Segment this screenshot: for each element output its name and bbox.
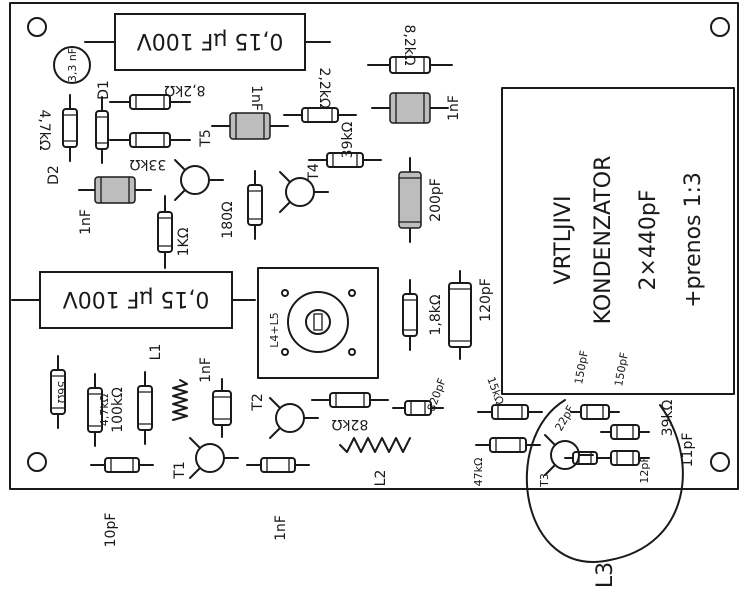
label-l3: L3 [593, 562, 618, 588]
label-t5: T5 [198, 129, 214, 147]
capacitor-015uF-middle: 0,15 μF 100V [11, 271, 256, 329]
resistor-180 [247, 170, 263, 240]
diode-d1 [95, 96, 109, 164]
label-r-22k: 2,2kΩ [316, 67, 332, 108]
board-outline [9, 2, 739, 490]
label-r-4k7: 4,7kΩ [98, 394, 111, 426]
varcap-line-2: KONDENZATOR [591, 156, 616, 325]
label-r-15k: 15kΩ [484, 375, 506, 406]
capacitor-120pF [448, 270, 472, 360]
resistor-18k [402, 279, 418, 351]
label-t1: T1 [172, 461, 188, 479]
resistor-82k-bottom [311, 392, 389, 408]
label-l2: L2 [373, 470, 389, 487]
label-c-120pF: 120pF [478, 278, 494, 322]
transistor-t1 [189, 437, 239, 479]
capacitor-1nF-right [371, 92, 449, 124]
resistor-1k [157, 195, 173, 269]
capacitor-1nF-left [78, 176, 152, 204]
varcap-line-3: 2×440pF [636, 189, 661, 290]
resistor-33k [109, 132, 191, 148]
resistor-82k-top-right [367, 56, 453, 74]
transistor-t5 [174, 159, 224, 201]
label-r-39k-bottom: 39kΩ [660, 399, 676, 436]
coil-module-l4-l5: L4+L5 [257, 267, 379, 379]
resistor-47k-bottom [475, 437, 541, 453]
capacitor-22pF [564, 451, 606, 465]
label-c-1nF: 1nF [273, 515, 289, 541]
label-c-12pF: 12pF [638, 456, 651, 483]
mounting-hole-top-left [27, 17, 47, 37]
mounting-hole-bottom-left [27, 452, 47, 472]
coil-l1 [172, 379, 188, 421]
capacitor-015uF-top: 0,15 μF 100V [84, 13, 331, 71]
label-c-150pF-2: 150pF [612, 351, 631, 387]
capacitor-12pF [600, 450, 650, 466]
resistor-47k [62, 94, 78, 162]
capacitor-1nF-t5 [211, 112, 289, 140]
resistor-15k [477, 404, 543, 420]
label-r-82k-bottom: 82kΩ [331, 416, 368, 432]
capacitor-150pF-1 [570, 404, 620, 420]
label-t2: T2 [250, 393, 266, 411]
resistor-4k7 [137, 371, 153, 445]
label-r-18k: 1,8kΩ [428, 294, 444, 335]
resistor-100k [87, 373, 103, 447]
label-d2: D2 [46, 165, 62, 185]
label-r-100k: 100kΩ [110, 387, 126, 433]
label-r-47k-bottom: 47kΩ [472, 458, 485, 487]
label-c-11pF: 11pF [680, 433, 696, 468]
coil-l2 [339, 437, 411, 453]
label-r-82k-left: 8,2kΩ [164, 82, 205, 98]
resistor-39k [308, 152, 382, 168]
label-r-180: 180Ω [220, 201, 236, 239]
transistor-t3 [544, 434, 594, 476]
label-t3: T3 [538, 473, 551, 488]
capacitor-820pF [392, 400, 444, 416]
label-c-1nF-left: 1nF [78, 209, 94, 235]
varcap-line-4: +prenos 1:3 [681, 172, 706, 308]
label-d1: D1 [96, 80, 112, 100]
resistor-82k-left [109, 94, 191, 110]
capacitor-200pF [398, 157, 422, 243]
capacitor-150pF-2 [600, 424, 650, 440]
svg-text:3,3 nF: 3,3 nF [66, 48, 79, 82]
varcap-line-1: VRTLJIVI [551, 196, 576, 285]
label-t4: T4 [306, 163, 322, 182]
capacitor-1nF-bottom [246, 457, 310, 473]
label-c-150pF-1: 150pF [572, 349, 591, 385]
variable-capacitor-box: VRTLJIVI KONDENZATOR 2×440pF +prenos 1:3 [501, 87, 735, 395]
coil-l3-loop [525, 399, 684, 563]
label-r-39k: 39kΩ [340, 121, 356, 158]
label-c-1nF-l1: 1nF [198, 357, 214, 383]
capacitor-mid-label: 0,15 μF 100V [63, 286, 210, 311]
label-c-200pF: 200pF [428, 178, 444, 222]
mounting-hole-top-right [710, 17, 730, 37]
mounting-hole-bottom-right [710, 452, 730, 472]
label-c-1nF-t5: 1nF [248, 85, 264, 111]
resistor-56 [50, 355, 66, 429]
svg-text:L4+L5: L4+L5 [268, 312, 281, 347]
sticker-33nF: 3,3 nF [53, 46, 91, 84]
label-r-56: 56Ω [55, 381, 68, 403]
transistor-t2 [269, 397, 319, 439]
capacitor-10pF [90, 457, 154, 473]
label-c-1nF-right: 1nF [446, 95, 462, 121]
label-r-82k-tr: 8,2kΩ [401, 24, 417, 65]
label-l1: L1 [148, 344, 164, 361]
label-r-1k: 1KΩ [176, 227, 192, 256]
label-c-22pF: 22pF [553, 403, 578, 433]
label-r-47k: 4,7kΩ [36, 109, 52, 150]
label-c-10pF: 10pF [103, 513, 119, 548]
label-c-820pF: 820pF [425, 376, 449, 413]
transistor-t4 [279, 171, 329, 213]
resistor-22k [283, 107, 357, 123]
capacitor-1nF-l1 [212, 378, 232, 438]
capacitor-top-label: 0,15 μF 100V [137, 28, 284, 53]
label-r-33k: 33kΩ [129, 156, 166, 172]
